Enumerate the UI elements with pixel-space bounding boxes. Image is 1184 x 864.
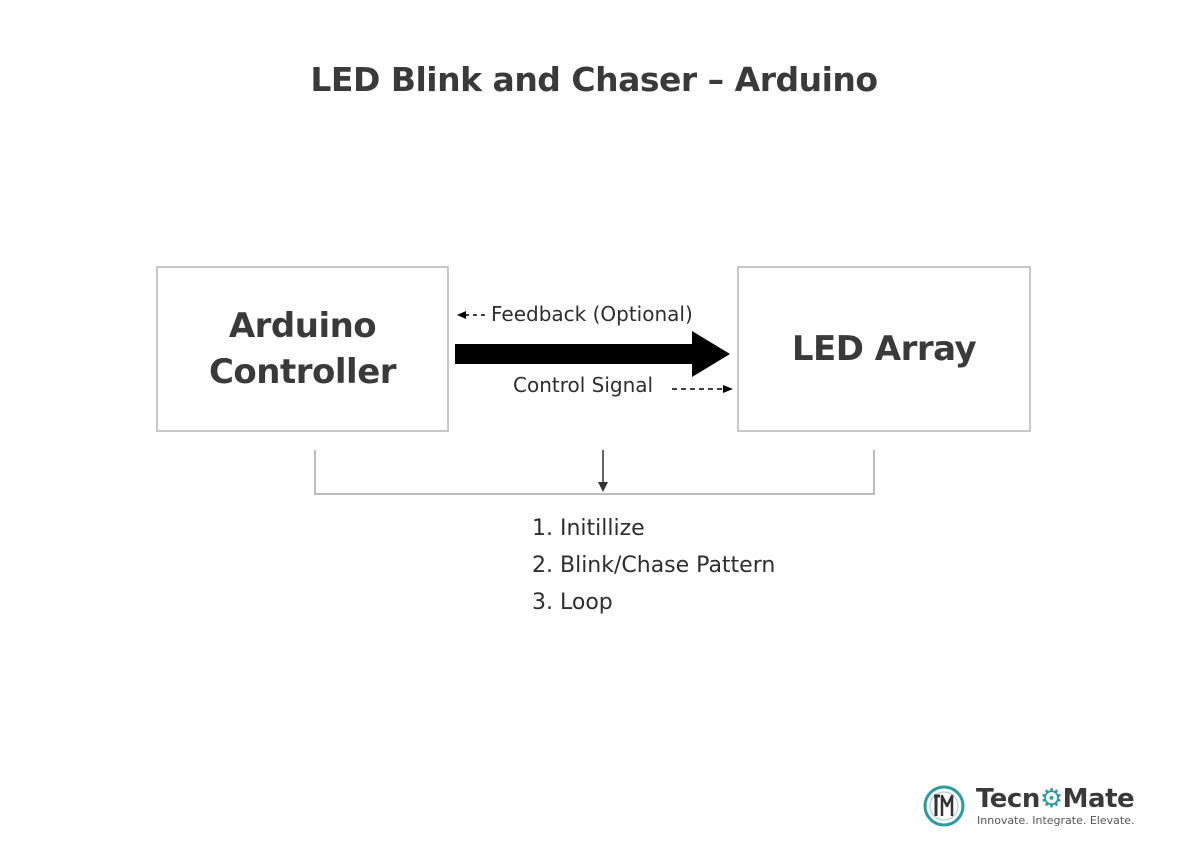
main-arrow <box>455 331 730 377</box>
diagram-title: LED Blink and Chaser – Arduino <box>310 60 878 99</box>
arduino-controller-label: Arduino Controller <box>208 303 397 395</box>
logo-name-part2: Mate <box>1062 784 1135 814</box>
logo-mark-icon <box>923 785 965 827</box>
led-array-box: LED Array <box>737 266 1031 432</box>
control-arrow <box>672 385 733 393</box>
step-item: 2. Blink/Chase Pattern <box>532 553 776 578</box>
controller-line-2: Controller <box>208 352 397 392</box>
steps-list: 1. Initillize 2. Blink/Chase Pattern 3. … <box>532 510 775 621</box>
logo-name-part1: Tecn <box>976 784 1040 814</box>
feedback-label: Feedback (Optional) <box>491 302 693 326</box>
feedback-arrow <box>457 311 486 319</box>
controller-line-1: Arduino <box>228 306 377 346</box>
led-array-label: LED Array <box>791 329 977 369</box>
step-item: 1. Initillize <box>532 516 645 541</box>
arduino-controller-box: Arduino Controller <box>156 266 449 432</box>
control-signal-label: Control Signal <box>513 373 654 397</box>
logo-tagline: Innovate. Integrate. Elevate. <box>977 814 1135 827</box>
tecnomate-logo: Tecn⚙Mate Innovate. Integrate. Elevate. <box>922 784 1152 832</box>
gear-icon: ⚙ <box>1039 784 1063 814</box>
step-item: 3. Loop <box>532 590 613 615</box>
logo-name: Tecn⚙Mate <box>976 784 1135 814</box>
steps-bracket <box>314 450 875 495</box>
